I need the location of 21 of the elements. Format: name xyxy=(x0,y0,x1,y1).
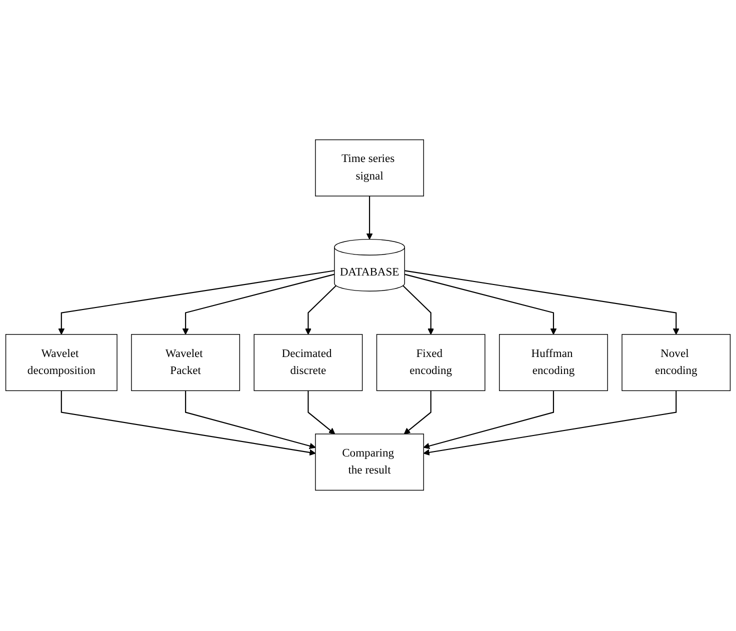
arrow xyxy=(404,391,432,435)
arrow xyxy=(402,286,434,336)
arrow xyxy=(305,286,336,336)
arrow xyxy=(308,391,336,435)
arrow xyxy=(423,391,677,456)
node-box: Wavelet Packet xyxy=(131,334,240,392)
arrow xyxy=(182,274,335,336)
arrow xyxy=(60,391,316,456)
arrow xyxy=(404,270,680,336)
arrow xyxy=(404,274,557,336)
node-box: Huffman encoding xyxy=(499,334,608,392)
arrow xyxy=(423,391,554,450)
node-box: Wavelet decomposition xyxy=(5,334,118,392)
node-box: Novel encoding xyxy=(622,334,731,392)
arrow xyxy=(366,196,373,240)
arrow xyxy=(58,270,335,336)
node-box: Fixed encoding xyxy=(376,334,486,392)
node-box: Decimated discrete xyxy=(254,334,363,392)
node-box: Comparing the result xyxy=(315,434,424,492)
arrow xyxy=(185,391,316,450)
node-box: Time series signal xyxy=(315,140,424,197)
